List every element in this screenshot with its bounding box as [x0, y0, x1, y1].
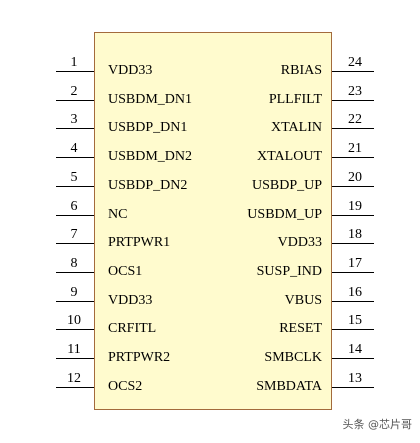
pin-label: USBDM_DN2 — [108, 149, 193, 165]
pin-label: CRFITL — [108, 321, 157, 337]
pin-line-left — [56, 185, 94, 187]
pin-label: RESET — [279, 321, 322, 337]
pin-line-left — [56, 300, 94, 302]
pin-line-left — [56, 271, 94, 273]
pin-line-right — [332, 128, 374, 130]
pin-line-right — [332, 99, 374, 101]
pin-label: USBDP_DN2 — [108, 177, 188, 193]
pin-number: 24 — [348, 55, 362, 70]
pin-label: SUSP_IND — [256, 263, 322, 279]
pin-line-left — [56, 128, 94, 130]
pin-line-right — [332, 71, 374, 72]
pin-number: 22 — [348, 112, 362, 128]
pin-number: 10 — [67, 313, 81, 329]
pin-line-right — [332, 157, 374, 159]
pin-number: 3 — [70, 112, 78, 128]
pin-label: XTALOUT — [257, 149, 322, 165]
pin-line-right — [332, 271, 374, 273]
pin-number: 19 — [348, 198, 362, 214]
pin-line-left — [56, 71, 94, 72]
pin-number: 4 — [70, 141, 78, 157]
pin-label: OCS2 — [108, 378, 143, 394]
pin-label: SMBDATA — [256, 378, 322, 394]
pin-label: VDD33 — [277, 235, 322, 251]
pin-label: USBDP_UP — [251, 177, 322, 193]
pin-number: 16 — [348, 284, 362, 300]
pin-line-right — [332, 329, 374, 331]
pin-label: NC — [108, 206, 128, 222]
pin-label: OCS1 — [108, 263, 143, 279]
pin-number: 21 — [348, 141, 362, 157]
pin-line-left — [56, 386, 94, 388]
pin-line-left — [56, 214, 94, 216]
pin-label: SMBCLK — [264, 350, 322, 365]
pin-line-right — [332, 358, 374, 359]
pin-number: 17 — [348, 255, 362, 271]
pin-number: 1 — [70, 55, 78, 70]
pin-number: 15 — [348, 313, 362, 329]
chip-body — [94, 32, 332, 410]
pin-line-left — [56, 329, 94, 331]
pin-line-right — [332, 243, 374, 245]
pin-number: 9 — [70, 284, 78, 300]
pin-label: USBDM_UP — [247, 206, 322, 222]
pin-number: 11 — [67, 342, 81, 357]
pin-number: 2 — [70, 83, 78, 99]
pin-label: XTALIN — [271, 120, 322, 136]
pin-line-right — [332, 214, 374, 216]
pin-number: 23 — [348, 83, 362, 99]
pin-line-left — [56, 358, 94, 359]
pin-label: VBUS — [284, 292, 322, 308]
pin-number: 8 — [70, 255, 78, 271]
pin-number: 14 — [348, 342, 362, 357]
pin-number: 5 — [70, 169, 78, 185]
pin-label: USBDP_DN1 — [108, 120, 188, 136]
pin-label: RBIAS — [280, 63, 322, 78]
pin-line-right — [332, 185, 374, 187]
watermark: 头条 @芯片哥 — [342, 418, 413, 431]
pin-label: USBDM_DN1 — [108, 91, 193, 107]
pin-line-left — [56, 157, 94, 159]
pin-number: 6 — [70, 198, 78, 214]
pin-label: VDD33 — [108, 63, 153, 78]
pin-number: 7 — [70, 227, 78, 243]
pin-label: PLLFILT — [268, 91, 322, 107]
pin-number: 12 — [67, 370, 81, 386]
pin-label: PRTPWR1 — [108, 235, 171, 251]
pin-line-right — [332, 386, 374, 388]
pin-number: 13 — [348, 370, 362, 386]
pin-line-right — [332, 300, 374, 302]
pin-label: PRTPWR2 — [108, 350, 171, 365]
pin-number: 18 — [348, 227, 362, 243]
pin-label: VDD33 — [108, 292, 153, 308]
pin-line-left — [56, 99, 94, 101]
pin-line-left — [56, 243, 94, 245]
pin-number: 20 — [348, 169, 362, 185]
